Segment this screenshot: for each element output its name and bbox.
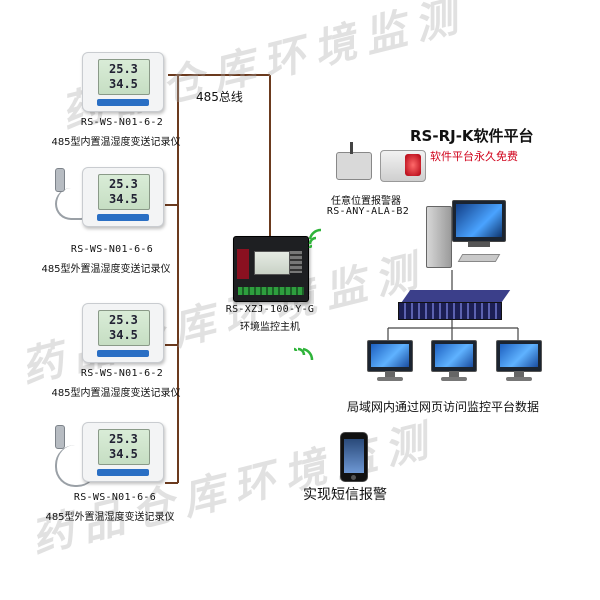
host-controller	[233, 236, 309, 302]
sensor-model: RS-WS-N01-6-6	[73, 492, 157, 503]
temperature-reading: 25.3	[109, 177, 138, 191]
humidity-reading: 34.5	[109, 328, 138, 342]
client-monitor	[431, 340, 477, 382]
client-stand	[385, 371, 395, 377]
sensor-description: 485型外置温湿度变送记录仪	[45, 512, 175, 523]
client-screen	[367, 340, 413, 372]
phone-icon	[340, 432, 368, 482]
host-terminals	[238, 287, 304, 295]
temperature-reading: 25.3	[109, 62, 138, 76]
host-display	[254, 251, 290, 275]
pc-monitor-screen	[456, 204, 502, 237]
sensor-buttons	[97, 469, 149, 476]
probe-icon	[55, 168, 65, 192]
temperature-reading: 25.3	[109, 432, 138, 446]
client-screen	[431, 340, 477, 372]
sensor-description: 485型内置温湿度变送记录仪	[51, 388, 181, 399]
temperature-reading: 25.3	[109, 313, 138, 327]
sensor-model: RS-WS-N01-6-2	[80, 117, 164, 128]
pc-monitor-base	[468, 242, 490, 247]
phone-home-button	[351, 475, 356, 480]
pc-monitor	[452, 200, 506, 242]
host-description: 环境监控主机	[240, 322, 300, 333]
alarm-description: 任意位置报警器	[331, 196, 401, 207]
sensor-description: 485型外置温湿度变送记录仪	[41, 264, 171, 275]
sensor-model: RS-WS-N01-6-6	[70, 244, 154, 255]
host-side-panel	[237, 249, 249, 279]
sensor-device: 25.3 34.5	[82, 422, 164, 482]
host-model: RS-XZJ-100-Y-G	[225, 304, 315, 315]
probe-cable	[55, 445, 97, 487]
client-base	[506, 377, 532, 381]
sensor-screen: 25.3 34.5	[98, 310, 150, 346]
sensor-device: 25.3 34.5	[82, 303, 164, 363]
server-computer	[426, 200, 506, 270]
sensor-screen: 25.3 34.5	[98, 429, 150, 465]
wireless-signal-icon	[308, 228, 322, 249]
client-screen	[496, 340, 542, 372]
alarm-box	[336, 152, 372, 180]
client-monitor	[367, 340, 413, 382]
sensor-device: 25.3 34.5	[82, 52, 164, 112]
client-base	[377, 377, 403, 381]
alarm-model: RS-ANY-ALA-B2	[326, 206, 410, 217]
network-switch	[396, 290, 511, 320]
humidity-reading: 34.5	[109, 77, 138, 91]
bus-label: 485总线	[196, 90, 243, 104]
switch-front	[398, 302, 502, 320]
lan-label: 局域网内通过网页访问监控平台数据	[347, 400, 540, 414]
platform-subtitle: 软件平台永久免费	[430, 150, 518, 163]
alarm-light	[405, 154, 421, 176]
platform-title: RS-RJ-K软件平台	[410, 127, 534, 145]
alarm-strobe	[380, 150, 426, 182]
probe-cable	[55, 188, 97, 220]
client-monitor	[496, 340, 542, 382]
alarm-device	[336, 142, 426, 188]
sensor-device: 25.3 34.5	[82, 167, 164, 227]
sensor-screen: 25.3 34.5	[98, 174, 150, 210]
wireless-signal-icon	[293, 347, 314, 361]
sms-label: 实现短信报警	[303, 487, 387, 503]
probe-icon	[55, 425, 65, 449]
pc-tower	[426, 206, 452, 268]
sensor-model: RS-WS-N01-6-2	[80, 368, 164, 379]
client-stand	[514, 371, 524, 377]
switch-top	[401, 290, 511, 302]
sensor-buttons	[97, 99, 149, 106]
host-keypad	[290, 251, 302, 273]
client-base	[441, 377, 467, 381]
sensor-buttons	[97, 350, 149, 357]
sensor-screen: 25.3 34.5	[98, 59, 150, 95]
humidity-reading: 34.5	[109, 192, 138, 206]
phone-screen	[344, 439, 364, 473]
sensor-buttons	[97, 214, 149, 221]
alarm-antenna	[350, 142, 353, 154]
client-stand	[449, 371, 459, 377]
humidity-reading: 34.5	[109, 447, 138, 461]
sensor-description: 485型内置温湿度变送记录仪	[51, 137, 181, 148]
pc-keyboard	[457, 254, 501, 262]
